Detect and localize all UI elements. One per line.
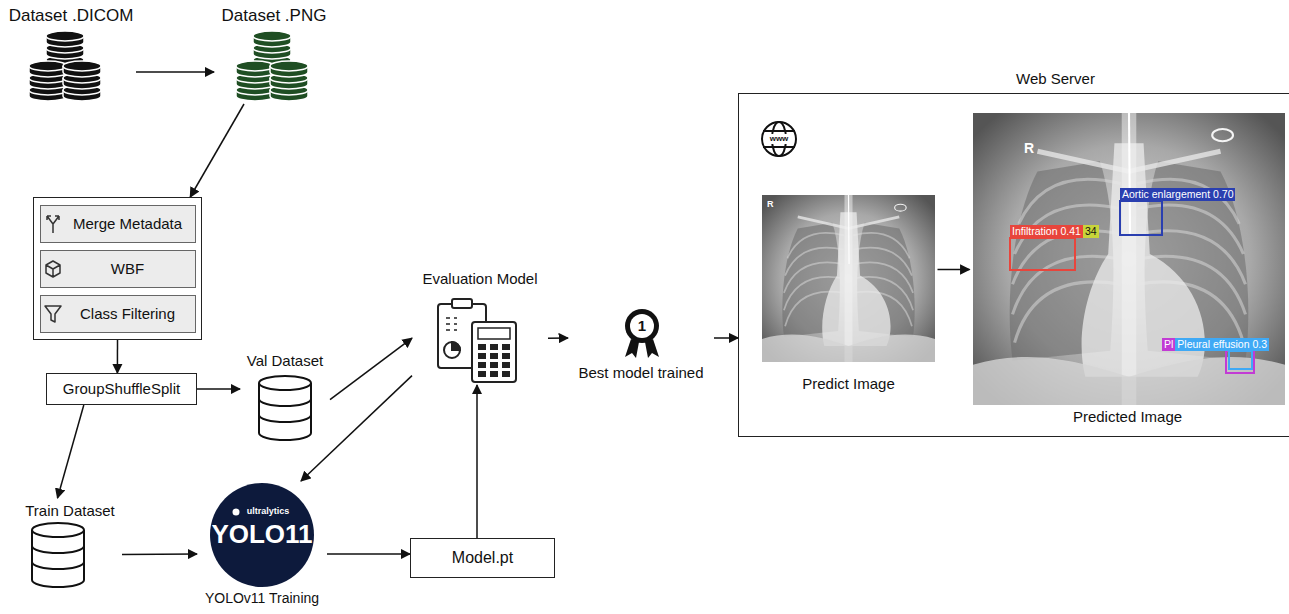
- flow-arrow: [714, 337, 738, 339]
- flow-arrow: [190, 104, 244, 197]
- icon-text: www: [768, 134, 791, 144]
- node-text: Web Server: [1016, 70, 1095, 88]
- flow-arrow: [330, 338, 412, 400]
- node-text: Evaluation Model: [422, 270, 537, 288]
- image-marker: R: [1024, 140, 1034, 158]
- process-box: Merge Metadata: [40, 205, 196, 243]
- detection-label: Pl: [1162, 338, 1175, 351]
- node-text: YOLO11: [211, 519, 312, 550]
- step-fill: [40, 205, 196, 333]
- detection-label: Infiltration 0.41: [1010, 225, 1083, 238]
- flow-arrow: [58, 405, 84, 498]
- node-text: Best model trained: [578, 364, 703, 382]
- node-text: Model.pt: [452, 548, 513, 567]
- node-text: Class Filtering: [80, 305, 175, 323]
- node-text: Dataset .DICOM: [9, 6, 134, 26]
- image-node: Predicted Image: [970, 112, 1286, 428]
- preprocess-group: Merge MetadataWBF Class Filtering: [33, 197, 202, 340]
- medal-number: 1: [638, 317, 646, 336]
- process-box: GroupShuffleSplit: [46, 373, 197, 405]
- flow-arrow: [136, 71, 214, 73]
- detection-label: Aortic enlargement 0.70: [1120, 188, 1235, 201]
- dataset-node: Train Dataset: [18, 498, 122, 592]
- medal-icon: [625, 309, 659, 358]
- database-icon: [29, 31, 101, 101]
- node-text: Merge Metadata: [73, 215, 182, 233]
- process-box: WBF: [40, 250, 196, 288]
- node-text: ultralytics: [247, 506, 290, 517]
- flow-arrow: [548, 337, 568, 339]
- xray-image: [762, 113, 1285, 405]
- flow-arrow: [122, 553, 197, 555]
- image-node: Predict Image: [760, 195, 938, 395]
- flow-arrow: [476, 385, 478, 538]
- server-panel: Web ServerPredict ImagePredicted Image: [738, 93, 1289, 437]
- evaluation-icon: [438, 299, 516, 382]
- node-text: Train Dataset: [25, 502, 114, 520]
- node-text: YOLOv11 Training: [205, 590, 319, 607]
- detection-label: Pleural effusion 0.3: [1175, 338, 1269, 351]
- node-text: Val Dataset: [247, 352, 323, 370]
- step-icon: [45, 216, 61, 322]
- process-box: Class Filtering: [40, 295, 196, 333]
- node-text: Predicted Image: [1073, 408, 1182, 426]
- node-text: Dataset .PNG: [222, 6, 327, 26]
- yolo-badge: [210, 483, 314, 587]
- flow-arrow: [327, 553, 410, 555]
- node-text: WBF: [111, 260, 144, 278]
- node-text: GroupShuffleSplit: [63, 380, 180, 398]
- globe-icon: [762, 122, 796, 156]
- evaluation-node: Evaluation Model: [412, 268, 548, 385]
- flow-arrow: [301, 376, 412, 481]
- image-marker: R: [767, 199, 774, 210]
- database-node: Dataset .DICOM: [6, 4, 136, 104]
- node-text: Predict Image: [802, 375, 895, 393]
- flow-arrow: [117, 340, 119, 373]
- flow-arrow: [938, 269, 970, 271]
- flow-arrow: [197, 388, 240, 390]
- dataset-node: Val Dataset: [240, 350, 330, 442]
- detection-score: 34: [1083, 225, 1099, 238]
- file-box: Model.pt: [410, 538, 555, 578]
- database-icon: [236, 31, 308, 101]
- model-circle: ultralyticsYOLO11YOLOv11 Training: [197, 481, 327, 609]
- database-node: Dataset .PNG: [214, 4, 334, 104]
